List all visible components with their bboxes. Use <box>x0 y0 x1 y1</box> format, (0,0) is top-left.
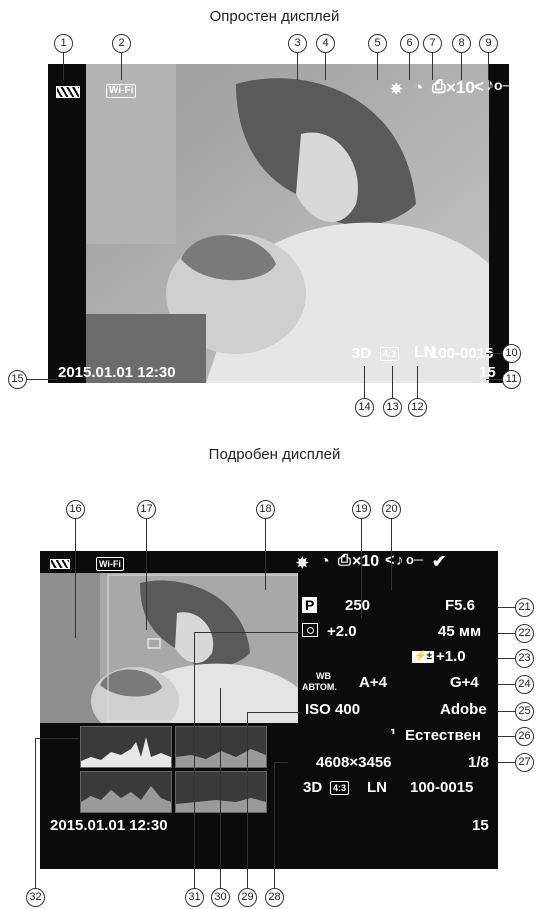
color-space: Adobe <box>440 701 487 718</box>
callout-27: 27 <box>515 753 534 772</box>
aperture: F5.6 <box>445 597 476 614</box>
detailed-display-title: Подробен дисплей <box>208 446 341 463</box>
exposure-compensation: +2.0 <box>327 623 357 640</box>
image-quality: LN <box>367 779 387 796</box>
frame-count: 15 <box>479 364 496 381</box>
mode-3d: 3D <box>303 779 323 796</box>
callout-3: 3 <box>288 34 307 53</box>
share-icon: < <box>385 552 395 569</box>
histogram-luminance <box>80 726 172 768</box>
wifi-badge: Wi-Fi <box>96 557 124 571</box>
callout-19: 19 <box>352 500 371 519</box>
histogram-blue <box>175 771 267 813</box>
callout-5: 5 <box>368 34 387 53</box>
callout-26: 26 <box>515 727 534 746</box>
callout-7: 7 <box>423 34 442 53</box>
wb-green: G+4 <box>450 674 479 691</box>
sound-icon: ♪ <box>486 77 494 94</box>
mode-3d: 3D <box>352 345 372 362</box>
wb-label-2: АВТОМ. <box>302 682 337 692</box>
simple-display-title: Опростен дисплей <box>209 8 340 25</box>
wb-amber: A+4 <box>359 674 387 691</box>
picture-mode: Естествен <box>405 727 481 744</box>
aspect-ratio: 4:3 <box>380 347 400 361</box>
callout-31: 31 <box>185 888 204 907</box>
datetime: 2015.01.01 12:30 <box>50 817 168 834</box>
callout-11: 11 <box>502 370 521 389</box>
detailed-display-screen: Wi-Fi ✵ ◔ ⎙ ×10 < ♪ o─ ✔ P 250 F5.6 <box>40 551 498 869</box>
simple-display-screen: Wi-Fi ✵ ◔ ⎙ ×10 < ♪ o─ ✔ 3D 4:3 LN 100-0… <box>48 64 533 383</box>
callout-16: 16 <box>66 500 85 519</box>
callout-24: 24 <box>515 675 534 694</box>
wb-label-1: WB <box>316 671 331 681</box>
gps-icon: ✵ <box>296 555 309 572</box>
histogram-green <box>80 771 172 813</box>
callout-15: 15 <box>8 370 27 389</box>
callout-1: 1 <box>54 34 73 53</box>
focal-length: 45 мм <box>438 623 482 640</box>
callout-4: 4 <box>316 34 335 53</box>
share-icon: < <box>474 77 484 96</box>
photo-thumbnail <box>40 573 298 723</box>
print-order-icon: ⎙ <box>432 77 446 96</box>
protect-count: ×10 <box>352 553 380 570</box>
battery-icon <box>56 86 80 98</box>
file-number: 100-0015 <box>410 779 474 796</box>
shutter-speed: 250 <box>345 597 371 614</box>
sound-icon: ♪ <box>396 552 404 569</box>
compression-ratio: 1/8 <box>468 754 489 771</box>
key-icon: o─ <box>494 77 513 93</box>
flash-compensation: +1.0 <box>436 648 466 665</box>
callout-6: 6 <box>400 34 419 53</box>
wireless-icon: ◔ <box>320 553 330 570</box>
flash-icon: ⚡± <box>412 651 434 663</box>
image-size: 4608×3456 <box>316 754 392 771</box>
callout-17: 17 <box>137 500 156 519</box>
callout-9: 9 <box>479 34 498 53</box>
aspect-ratio: 4:3 <box>330 781 350 795</box>
iso: ISO 400 <box>305 701 361 718</box>
callout-2: 2 <box>112 34 131 53</box>
callout-18: 18 <box>256 500 275 519</box>
shooting-mode: P <box>302 597 318 613</box>
wifi-badge: Wi-Fi <box>106 84 137 98</box>
callout-23: 23 <box>515 649 534 668</box>
callout-28: 28 <box>265 888 284 907</box>
callout-25: 25 <box>515 702 534 721</box>
key-icon: o─ <box>406 552 424 567</box>
check-icon: ✔ <box>518 77 534 97</box>
file-number: 100-0015 <box>430 345 494 362</box>
callout-8: 8 <box>452 34 471 53</box>
callout-30: 30 <box>211 888 230 907</box>
callout-21: 21 <box>515 598 534 617</box>
callout-10: 10 <box>502 344 521 363</box>
check-icon: ✔ <box>432 552 447 571</box>
frame-count: 15 <box>472 817 489 834</box>
gps-icon: ✵ <box>390 81 403 98</box>
picture-mode-icon: ⸣ <box>390 727 396 742</box>
histogram-red <box>175 726 267 768</box>
datetime: 2015.01.01 12:30 <box>58 364 176 381</box>
callout-12: 12 <box>408 398 427 417</box>
print-order-icon: ⎙ <box>338 552 351 569</box>
callout-22: 22 <box>515 624 534 643</box>
battery-icon <box>50 559 70 569</box>
protect-count: ×10 <box>446 78 475 97</box>
callout-29: 29 <box>238 888 257 907</box>
photo <box>86 64 489 383</box>
callout-14: 14 <box>355 398 374 417</box>
callout-32: 32 <box>26 888 45 907</box>
image-quality: LN <box>414 344 436 361</box>
metering-icon <box>302 623 318 637</box>
callout-20: 20 <box>382 500 401 519</box>
wireless-icon: ◔ <box>413 78 424 97</box>
callout-13: 13 <box>383 398 402 417</box>
